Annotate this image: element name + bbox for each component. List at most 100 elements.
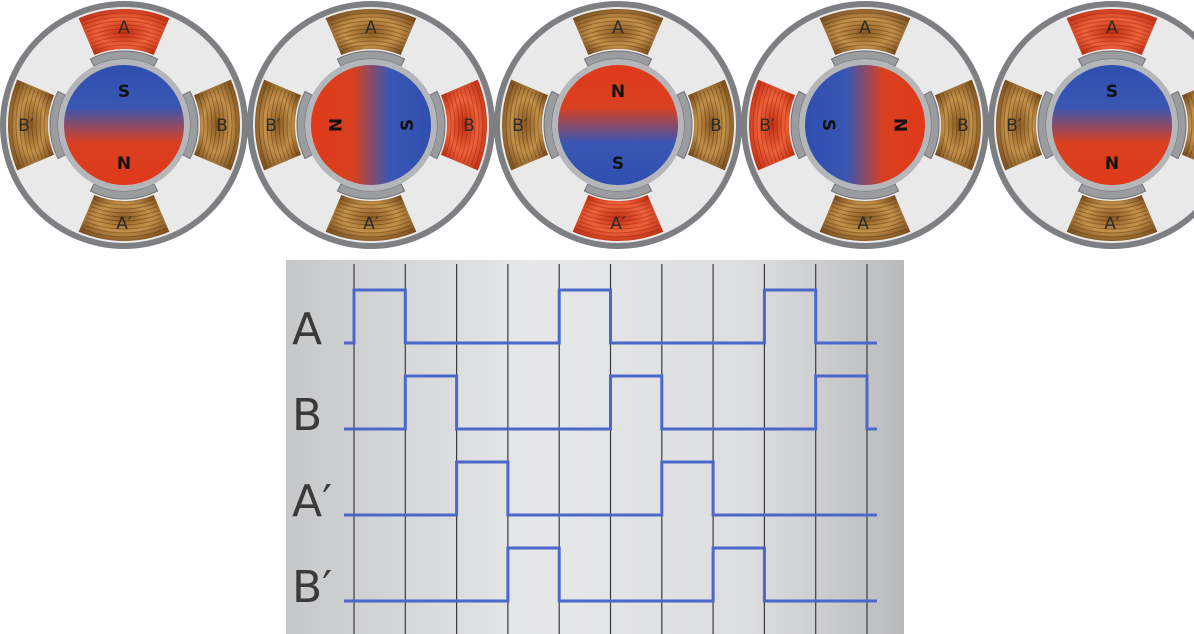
coil-bottom	[572, 194, 664, 242]
coil-winding	[336, 209, 406, 218]
coil-winding	[1007, 85, 1017, 165]
coil-left	[749, 79, 796, 171]
coil-winding	[706, 88, 715, 162]
coil-winding	[452, 91, 460, 159]
coil-winding	[505, 82, 515, 168]
coil-winding	[208, 90, 217, 160]
coil-winding	[466, 85, 476, 165]
coil-label-left: B′	[18, 116, 34, 136]
coil-top	[572, 8, 664, 56]
coil-winding	[583, 209, 653, 218]
coil-winding	[752, 82, 762, 168]
coil-winding	[90, 206, 158, 214]
coil-winding	[1011, 87, 1020, 163]
rotor-pole-bottom: N	[1105, 154, 1119, 174]
coil-winding	[339, 202, 403, 210]
coil-winding	[90, 36, 158, 44]
coil-winding	[760, 85, 770, 165]
coil-label-bottom: A′	[1104, 214, 1120, 234]
coil-winding	[205, 91, 213, 159]
coil-winding	[219, 85, 229, 165]
coil-winding	[83, 224, 165, 234]
rotor-pole-right: N	[892, 118, 912, 132]
coil-label-top: A	[1106, 18, 1118, 38]
signal-0	[344, 288, 877, 345]
coil-winding	[35, 91, 43, 159]
rotor-pole-bottom: N	[117, 154, 131, 174]
rotor-pole-bottom: S	[612, 154, 624, 174]
coil-winding	[340, 198, 402, 206]
coil-winding	[517, 87, 526, 163]
coil-winding	[1015, 88, 1024, 162]
coil-winding	[1081, 198, 1143, 206]
coil-winding	[89, 209, 159, 218]
coil-winding	[93, 44, 155, 52]
coil-winding	[537, 94, 545, 156]
signal-2	[344, 460, 877, 517]
coil-winding	[1185, 94, 1193, 156]
coil-winding	[584, 36, 652, 44]
coil-winding	[949, 90, 958, 160]
rotor-pole-top: S	[118, 82, 130, 102]
coil-winding	[1078, 36, 1146, 44]
signal-label-1: B	[292, 390, 322, 441]
motor-step-1: A B A′ B′ S N	[0, 1, 248, 249]
coil-label-right: B	[216, 116, 228, 136]
coil-winding	[266, 85, 276, 165]
coil-winding	[92, 40, 156, 48]
coil-label-bottom: A′	[116, 214, 132, 234]
rotor-magnet	[64, 65, 184, 185]
coil-winding	[828, 213, 902, 222]
rotor-pole-left: N	[324, 118, 344, 132]
coil-winding	[92, 202, 156, 210]
coil-winding	[340, 44, 402, 52]
coil-winding	[334, 213, 408, 222]
coil-winding	[15, 84, 25, 166]
coil-label-left: B′	[265, 116, 281, 136]
coil-winding	[1077, 32, 1147, 41]
coil-winding	[575, 12, 661, 22]
signal-label-3: B′	[292, 562, 332, 613]
coil-right	[934, 79, 981, 171]
coil-label-top: A	[118, 18, 130, 38]
coil-winding	[825, 20, 905, 30]
coil-winding	[1077, 209, 1147, 218]
coil-label-bottom: A′	[610, 214, 626, 234]
coil-winding	[19, 85, 29, 165]
coil-winding	[201, 93, 209, 157]
coil-winding	[1071, 224, 1153, 234]
coil-winding	[581, 28, 655, 37]
signal-label-0: A	[292, 304, 322, 355]
coil-winding	[87, 213, 161, 222]
coil-winding	[776, 91, 784, 159]
coil-winding	[529, 91, 537, 159]
coil-winding	[1189, 93, 1194, 157]
coil-winding	[580, 24, 656, 33]
coil-winding	[1080, 202, 1144, 210]
coil-winding	[822, 12, 908, 22]
coil-winding	[455, 90, 464, 160]
coil-winding	[448, 93, 456, 157]
coil-bottom	[1066, 194, 1158, 242]
coil-winding	[578, 220, 658, 230]
coil-winding	[1078, 206, 1146, 214]
coil-winding	[834, 198, 896, 206]
motor-step-5: ABA′B′SN	[988, 1, 1194, 249]
coil-winding	[584, 206, 652, 214]
coil-label-bottom: A′	[857, 214, 873, 234]
coil-winding	[337, 36, 405, 44]
rotor-magnet	[311, 65, 431, 185]
coil-top	[78, 9, 170, 56]
coil-winding	[831, 206, 899, 214]
coil-top	[819, 8, 911, 56]
coil-winding	[81, 12, 167, 22]
coil-winding	[27, 88, 36, 162]
coil-winding	[1072, 20, 1152, 30]
coil-winding	[1075, 28, 1149, 37]
coil-winding	[1081, 44, 1143, 52]
coil-winding	[474, 82, 484, 168]
coil-winding	[533, 93, 541, 157]
coil-winding	[1069, 12, 1155, 22]
coil-winding	[587, 44, 649, 52]
